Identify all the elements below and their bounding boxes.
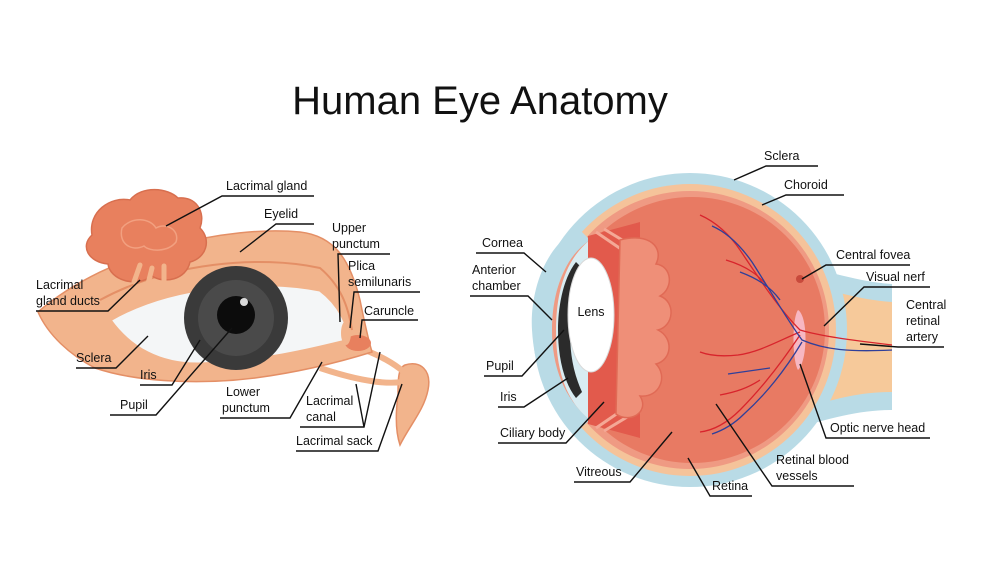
lacrimal-gland-shape: [85, 188, 208, 283]
cross-section-labels: Sclera Choroid Cornea Anterior chamber L…: [470, 149, 946, 497]
central-fovea-shape: [796, 275, 804, 283]
label-upper-punctum-1: Upper: [332, 221, 366, 235]
lacrimal-gland-detail: [120, 219, 178, 251]
leader-plica: [349, 291, 420, 329]
eyelid-fold: [99, 261, 353, 331]
leader-cornea: [476, 252, 547, 273]
leader-iris-left: [140, 339, 201, 386]
label-sclera-left: Sclera: [76, 351, 111, 365]
pupil-shape: [217, 296, 255, 334]
label-caruncle: Caruncle: [364, 304, 414, 318]
external-eye-illustration: [37, 188, 430, 447]
leader-choroid: [761, 194, 844, 206]
optic-nerve-head-shape: [793, 310, 806, 370]
leader-lacrimal-sack: [296, 383, 403, 452]
leader-ciliary-body: [498, 401, 605, 444]
label-lacrimal-canal-2: canal: [306, 410, 336, 424]
leader-lower-punctum: [220, 361, 323, 419]
leader-lacrimal-canal-2: [355, 383, 365, 428]
leader-sclera-left: [76, 335, 149, 369]
label-plica-1: Plica: [348, 259, 375, 273]
cross-section-illustration: [531, 173, 893, 487]
label-lacrimal-gland: Lacrimal gland: [226, 179, 307, 193]
label-anterior-chamber-1: Anterior: [472, 263, 516, 277]
lacrimal-canal-tube-lower: [319, 365, 403, 386]
plica-semilunaris-shape: [341, 321, 351, 345]
label-ciliary-body: Ciliary body: [500, 426, 566, 440]
lacrimal-gland-ducts-shape: [131, 262, 167, 287]
leader-retinal-vessels: [715, 403, 854, 487]
leader-caruncle: [359, 319, 418, 339]
label-sclera-right: Sclera: [764, 149, 799, 163]
leader-central-fovea: [801, 264, 910, 280]
label-iris-left: Iris: [140, 368, 157, 382]
label-retina: Retina: [712, 479, 748, 493]
leader-eyelid: [239, 223, 314, 253]
label-retinal-vessels-2: vessels: [776, 469, 818, 483]
label-lacrimal-canal-1: Lacrimal: [306, 394, 353, 408]
leader-gland-ducts: [36, 279, 141, 312]
iris-folds-shape: [615, 237, 672, 419]
leader-visual-nerf: [823, 286, 930, 327]
page-title: Human Eye Anatomy: [292, 79, 668, 123]
label-lens: Lens: [577, 305, 604, 319]
label-retinal-vessels-1: Retinal blood: [776, 453, 849, 467]
leader-pupil-left: [110, 327, 233, 416]
label-gland-ducts-1: Lacrimal: [36, 278, 83, 292]
label-visual-nerf: Visual nerf: [866, 270, 925, 284]
leader-anterior-chamber: [470, 295, 553, 321]
label-pupil-right: Pupil: [486, 359, 514, 373]
label-anterior-chamber-2: chamber: [472, 279, 521, 293]
label-choroid: Choroid: [784, 178, 828, 192]
caruncle-shape: [345, 335, 371, 351]
iris-highlight: [240, 298, 248, 306]
leader-iris-right: [498, 377, 569, 408]
label-optic-nerve-head: Optic nerve head: [830, 421, 925, 435]
label-central-retinal-artery-1: Central: [906, 298, 946, 312]
retinal-blood-vessels-shape: [699, 214, 893, 435]
label-central-retinal-artery-3: artery: [906, 330, 939, 344]
leader-central-retinal-artery: [859, 343, 944, 348]
label-lower-punctum-1: Lower: [226, 385, 260, 399]
lens-shape: [567, 257, 615, 373]
label-gland-ducts-2: gland ducts: [36, 294, 100, 308]
label-upper-punctum-2: punctum: [332, 237, 380, 251]
leader-optic-nerve-head: [799, 363, 930, 439]
leader-sclera-right: [733, 165, 818, 181]
label-central-fovea: Central fovea: [836, 248, 910, 262]
leader-pupil-right: [484, 329, 565, 377]
external-eye-labels: Lacrimal gland Eyelid Upper punctum Plic…: [36, 179, 420, 452]
leader-retina: [687, 457, 752, 497]
label-cornea: Cornea: [482, 236, 523, 250]
label-lacrimal-sack: Lacrimal sack: [296, 434, 373, 448]
label-plica-2: semilunaris: [348, 275, 411, 289]
leader-vitreous: [574, 431, 673, 483]
label-central-retinal-artery-2: retinal: [906, 314, 940, 328]
label-iris-right: Iris: [500, 390, 517, 404]
label-lower-punctum-2: punctum: [222, 401, 270, 415]
leader-lacrimal-gland: [165, 195, 314, 227]
lacrimal-canal-tube: [363, 347, 406, 375]
cornea-shape: [531, 228, 590, 430]
lacrimal-sack-shape: [395, 363, 430, 447]
label-vitreous: Vitreous: [576, 465, 622, 479]
label-eyelid: Eyelid: [264, 207, 298, 221]
leader-upper-punctum: [337, 253, 390, 323]
label-pupil-left: Pupil: [120, 398, 148, 412]
